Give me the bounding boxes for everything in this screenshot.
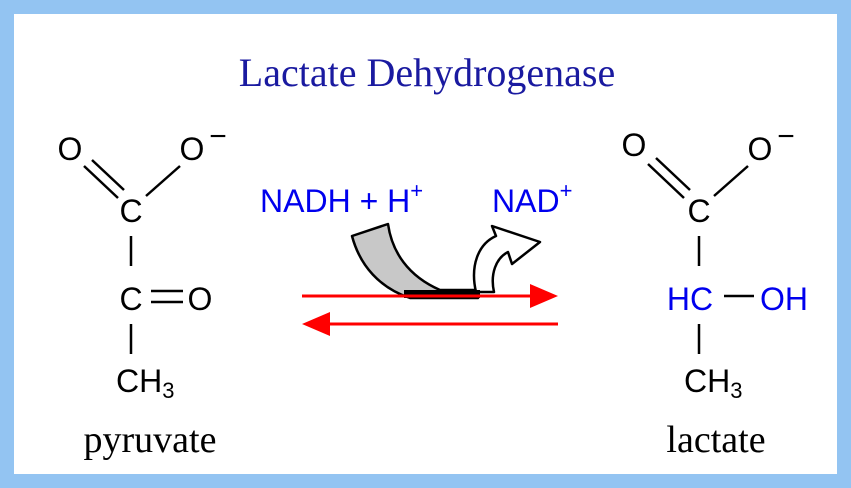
lactate-carboxyl-carbon: C <box>687 193 710 229</box>
pyruvate-carbonyl-oxygen: O <box>58 131 83 167</box>
pyruvate-methyl: CH3 <box>116 363 174 403</box>
cofactor-curved-arrow-out <box>472 224 542 294</box>
cofactor-reactant: NADH + H+ <box>260 178 423 219</box>
lactate-carboxylate-oxygen: O <box>748 131 773 167</box>
lactate-structure: O O − C HC OH CH3 lactate <box>622 120 808 461</box>
pyruvate-carbonyl-double-bond-a <box>83 165 119 199</box>
pyruvate-charge: − <box>209 120 227 153</box>
pyruvate-structure: O O − C C O CH3 pyruvate <box>58 120 227 461</box>
pyruvate-carboxyl-carbon: C <box>119 193 142 229</box>
pyruvate-keto-oxygen: O <box>188 281 213 317</box>
lactate-carboxylate-bond <box>713 165 749 197</box>
cofactor-product: NAD+ <box>492 178 572 219</box>
lactate-methyl: CH3 <box>684 363 742 403</box>
lactate-label: lactate <box>666 419 765 461</box>
pyruvate-label: pyruvate <box>84 419 217 461</box>
pyruvate-carboxylate-oxygen: O <box>180 131 205 167</box>
lactate-hydroxyl: OH <box>760 281 808 317</box>
pyruvate-keto-carbon: C <box>119 281 142 317</box>
diagram-title: Lactate Dehydrogenase <box>239 50 615 95</box>
lactate-carbonyl-oxygen: O <box>622 127 647 163</box>
lactate-charge: − <box>777 120 795 153</box>
lactate-carbonyl-double-bond-a <box>647 163 685 199</box>
pyruvate-carbonyl-double-bond-b <box>91 159 125 191</box>
lactate-alpha-carbon: HC <box>667 281 713 317</box>
cofactor-curved-arrow-in <box>350 222 480 300</box>
cofactor-arrow-base <box>404 290 480 298</box>
reverse-arrow-head <box>302 312 330 336</box>
forward-arrow-head <box>530 284 558 308</box>
pyruvate-carboxylate-bond <box>145 165 181 197</box>
lactate-carbonyl-double-bond-b <box>655 157 691 191</box>
